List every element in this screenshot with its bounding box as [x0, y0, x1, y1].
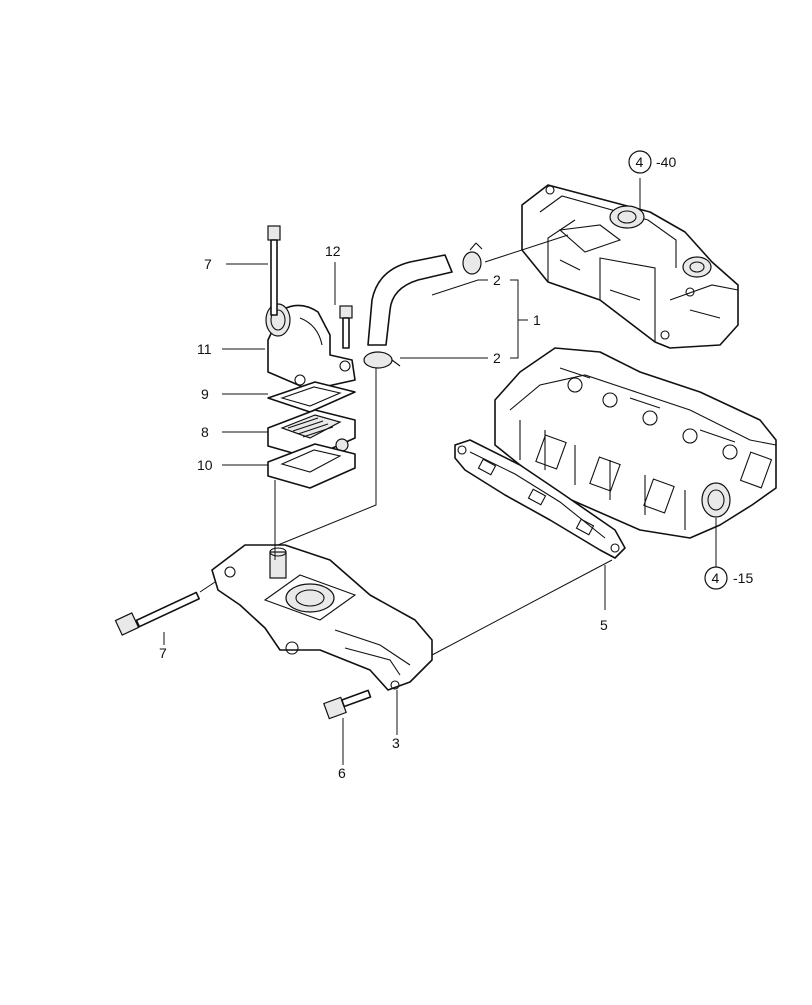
- callout-9: 9: [201, 386, 209, 402]
- gasket-upper: [267, 381, 356, 413]
- callout-1: 1: [533, 312, 541, 328]
- hose-clamp-upper: [462, 242, 483, 275]
- manifold-gasket: [454, 439, 626, 559]
- bolt-6: [323, 689, 372, 720]
- cylinder-head: [494, 347, 777, 539]
- callout-3: 3: [392, 735, 400, 751]
- callout-2-lower: 2: [493, 350, 501, 366]
- callout-6: 6: [338, 765, 346, 781]
- intake-manifold: [211, 544, 433, 691]
- callout-11: 11: [197, 341, 212, 357]
- reference-suffix: -40: [656, 154, 676, 170]
- breather-hose: [367, 254, 453, 346]
- callout-10: 10: [197, 457, 213, 473]
- rocker-cover: [521, 184, 739, 349]
- bolt-7-lower: [114, 591, 200, 636]
- callout-7-upper: 7: [204, 256, 212, 272]
- callout-8: 8: [201, 424, 209, 440]
- bolt-7-upper: [267, 225, 281, 316]
- intake-heater: [267, 409, 356, 459]
- callout-2-upper: 2: [493, 272, 501, 288]
- reference-circle-number: 4: [712, 570, 720, 586]
- callout-12: 12: [325, 243, 341, 259]
- reference-circle-number: 4: [636, 154, 644, 170]
- reference-rocker-cover: 4 -40: [628, 150, 676, 174]
- reference-suffix: -15: [733, 570, 753, 586]
- alignment-lines: [199, 234, 613, 656]
- callout-7-lower: 7: [159, 645, 167, 661]
- leader-lines: [163, 178, 717, 765]
- hose-clamp-lower: [363, 351, 401, 369]
- callout-5: 5: [600, 617, 608, 633]
- bolt-12: [339, 305, 353, 349]
- reference-cylinder-head: 4 -15: [704, 566, 753, 590]
- gasket-lower: [267, 443, 356, 489]
